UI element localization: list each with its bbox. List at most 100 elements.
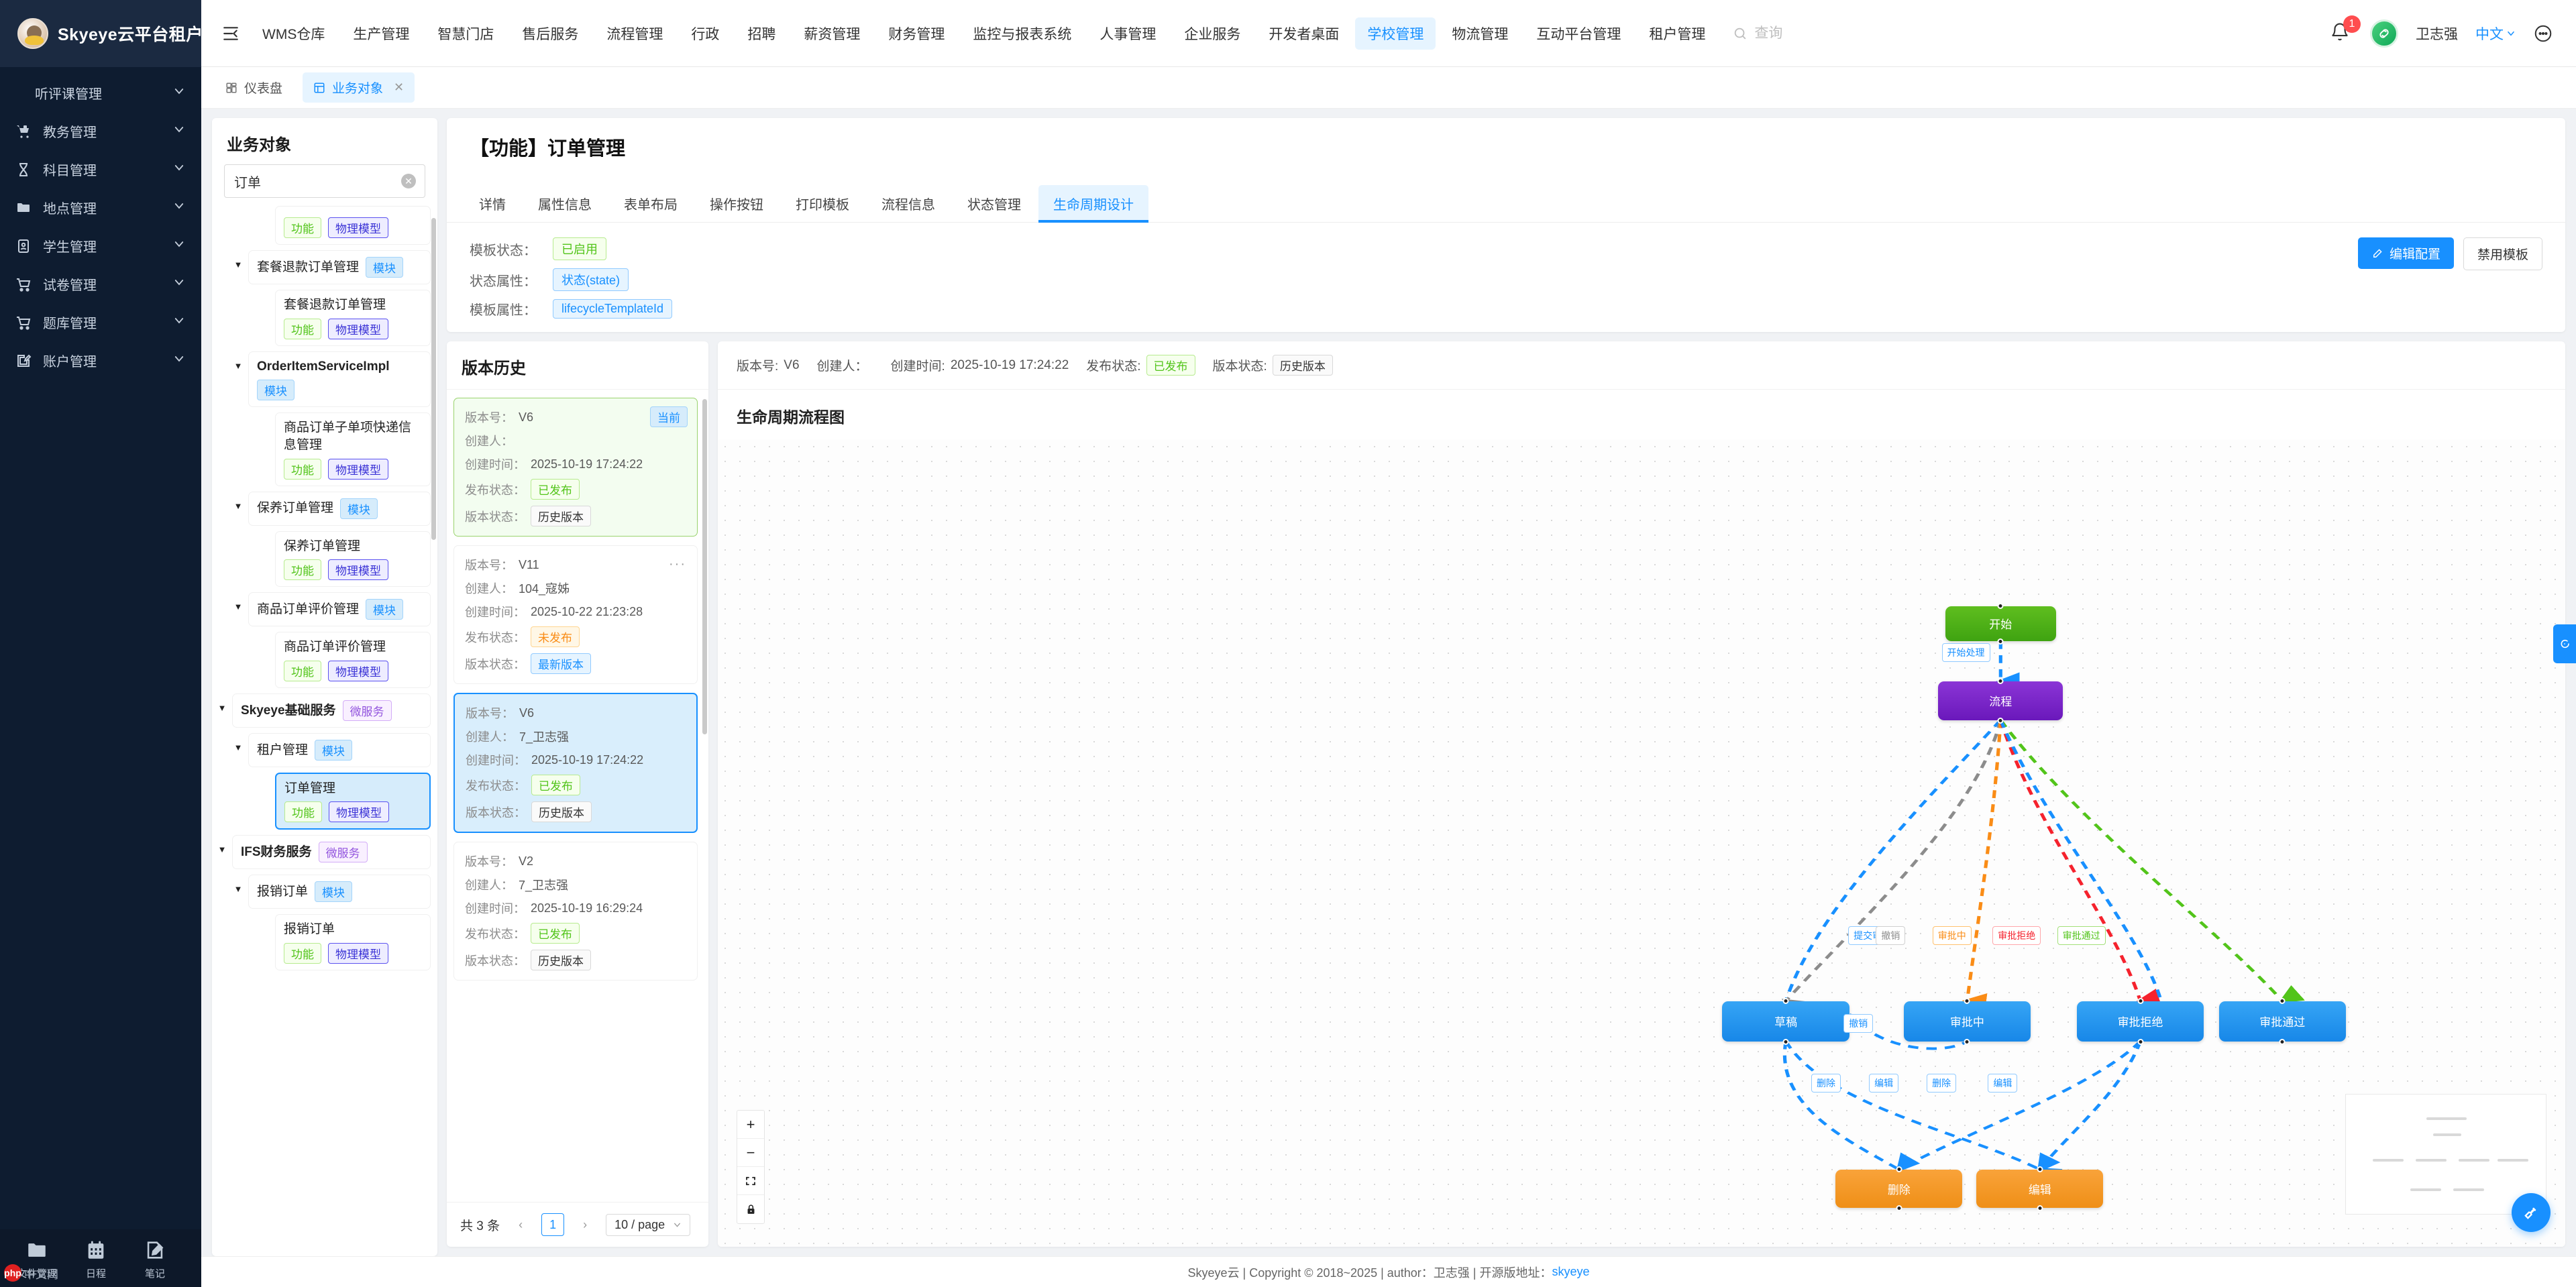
node-anchor-bottom[interactable]: [1997, 717, 2004, 724]
node-anchor-bottom[interactable]: [2279, 1038, 2286, 1045]
close-icon[interactable]: ✕: [394, 80, 405, 94]
node-anchor-bottom[interactable]: [1896, 1205, 1902, 1212]
pagination-prev[interactable]: ‹: [519, 1217, 523, 1231]
page-tab-dashboard[interactable]: 仪表盘: [215, 72, 293, 103]
edge-label[interactable]: 审批中: [1932, 926, 1972, 946]
nav-item-15[interactable]: 互动平台管理: [1536, 26, 1621, 42]
tree-toggle-icon[interactable]: ▼: [217, 844, 227, 855]
tree-scrollbar[interactable]: [431, 218, 436, 540]
tree-node[interactable]: 商品订单评价管理模块: [248, 592, 431, 627]
nav-item-7[interactable]: 薪资管理: [804, 26, 861, 42]
flow-node-process[interactable]: 流程: [1938, 678, 2063, 724]
nav-item-1[interactable]: 生产管理: [353, 26, 410, 42]
tab-3[interactable]: 操作按钮: [710, 198, 763, 213]
nav-item-11[interactable]: 企业服务: [1184, 26, 1241, 42]
dock-item-files[interactable]: 文件管理: [11, 1239, 63, 1280]
flow-node-rejected[interactable]: 审批拒绝: [2076, 997, 2204, 1045]
edge-label[interactable]: 撤销: [1843, 1014, 1874, 1033]
fit-screen-button[interactable]: [737, 1167, 764, 1195]
node-anchor-top[interactable]: [1997, 602, 2004, 609]
username-label[interactable]: 卫志强: [2416, 26, 2458, 42]
pagination-next[interactable]: ›: [583, 1217, 588, 1231]
tab-2[interactable]: 表单布局: [624, 198, 678, 213]
tree-node[interactable]: 保养订单管理模块: [248, 491, 431, 526]
node-anchor-bottom[interactable]: [2137, 1038, 2144, 1045]
flow-node-approved[interactable]: 审批通过: [2218, 997, 2346, 1045]
global-search[interactable]: [1733, 25, 1882, 42]
side-drawer-handle[interactable]: [2553, 624, 2576, 663]
tree-node[interactable]: 保养订单管理功能物理模型: [275, 530, 431, 587]
tree-toggle-icon[interactable]: ▼: [233, 360, 243, 371]
nav-item-16[interactable]: 租户管理: [1649, 26, 1706, 42]
tree-toggle-icon[interactable]: ▼: [233, 260, 243, 270]
sidebar-item-3[interactable]: 地点管理: [0, 188, 201, 227]
tree-node[interactable]: 租户管理模块: [248, 732, 431, 767]
dock-item-calendar[interactable]: 日程: [70, 1239, 122, 1280]
version-list-scrollbar[interactable]: [702, 399, 707, 734]
pagination-page-1[interactable]: 1: [541, 1213, 565, 1236]
nav-item-5[interactable]: 行政: [691, 26, 720, 42]
tab-1[interactable]: 属性信息: [538, 198, 592, 213]
tree-node[interactable]: 报销订单模块: [248, 875, 431, 909]
tree-node[interactable]: 功能物理模型: [275, 206, 431, 245]
dock-item-notes[interactable]: 笔记: [129, 1239, 181, 1280]
bo-search-input[interactable]: [224, 164, 425, 198]
disable-template-button[interactable]: 禁用模板: [2463, 237, 2542, 270]
tree-node[interactable]: Skyeye基础服务微服务: [232, 693, 431, 728]
tab-7[interactable]: 生命周期设计: [1038, 185, 1148, 223]
tree-toggle-icon[interactable]: ▼: [233, 602, 243, 612]
flow-node-delete[interactable]: 删除: [1835, 1166, 1963, 1212]
node-anchor-top[interactable]: [2279, 997, 2286, 1004]
edge-label[interactable]: 审批拒绝: [1992, 926, 2041, 946]
nav-item-4[interactable]: 流程管理: [606, 26, 663, 42]
sidebar-item-6[interactable]: 题库管理: [0, 303, 201, 341]
clear-icon[interactable]: ✕: [401, 174, 416, 188]
nav-item-10[interactable]: 人事管理: [1099, 26, 1157, 42]
help-chat-icon[interactable]: [2533, 23, 2553, 44]
avatar[interactable]: [2370, 19, 2398, 48]
nav-item-12[interactable]: 开发者桌面: [1269, 26, 1340, 42]
language-switcher[interactable]: 中文: [2475, 23, 2516, 44]
tree-toggle-icon[interactable]: ▼: [233, 742, 243, 752]
node-anchor-bottom[interactable]: [2037, 1205, 2043, 1212]
edge-label[interactable]: 编辑: [1869, 1074, 1899, 1093]
tree-toggle-icon[interactable]: ▼: [217, 702, 227, 713]
page-tab-business-object[interactable]: 业务对象 ✕: [303, 72, 415, 103]
flow-node-start[interactable]: 开始: [1945, 602, 2056, 645]
sidebar-item-2[interactable]: 科目管理: [0, 150, 201, 188]
lock-canvas-button[interactable]: [737, 1195, 764, 1223]
node-anchor-top[interactable]: [1997, 678, 2004, 685]
menu-collapse-icon[interactable]: [213, 16, 248, 51]
tree-node[interactable]: 套餐退款订单管理功能物理模型: [275, 290, 431, 346]
tree-node[interactable]: 报销订单功能物理模型: [275, 914, 431, 971]
tab-4[interactable]: 打印模板: [796, 198, 849, 213]
tab-5[interactable]: 流程信息: [881, 198, 935, 213]
tree-node[interactable]: 订单管理功能物理模型: [275, 772, 431, 830]
edge-label[interactable]: 编辑: [1988, 1074, 2018, 1093]
diagram-canvas[interactable]: 开始流程草稿审批中审批拒绝审批通过删除编辑 开始处理提交审批撤销审批中审批拒绝审…: [718, 439, 2565, 1247]
tree-node[interactable]: IFS财务服务微服务: [232, 835, 431, 870]
zoom-in-button[interactable]: +: [737, 1111, 764, 1139]
diagram-minimap[interactable]: [2345, 1094, 2546, 1215]
ellipsis-icon[interactable]: ···: [669, 557, 686, 571]
sidebar-item-1[interactable]: 教务管理: [0, 112, 201, 150]
flow-node-edit[interactable]: 编辑: [1976, 1166, 2104, 1212]
nav-item-3[interactable]: 售后服务: [522, 26, 579, 42]
edge-label[interactable]: 开始处理: [1941, 642, 1990, 662]
tree-node[interactable]: 商品订单子单项快递信息管理功能物理模型: [275, 412, 431, 486]
tab-0[interactable]: 详情: [479, 198, 506, 213]
node-anchor-top[interactable]: [2137, 997, 2144, 1004]
notification-bell[interactable]: 1: [2330, 15, 2361, 45]
help-fab-button[interactable]: [2512, 1193, 2551, 1232]
node-anchor-top[interactable]: [1964, 997, 1970, 1004]
footer-link[interactable]: skyeye: [1552, 1265, 1590, 1278]
node-anchor-top[interactable]: [1896, 1166, 1902, 1172]
tree-toggle-icon[interactable]: ▼: [233, 884, 243, 895]
node-anchor-bottom[interactable]: [1782, 1038, 1789, 1045]
edge-label[interactable]: 审批通过: [2057, 926, 2106, 946]
nav-item-13[interactable]: 学校管理: [1355, 17, 1436, 50]
edge-label[interactable]: 删除: [1927, 1074, 1957, 1093]
edit-config-button[interactable]: 编辑配置: [2357, 237, 2454, 269]
nav-item-14[interactable]: 物流管理: [1452, 26, 1509, 42]
